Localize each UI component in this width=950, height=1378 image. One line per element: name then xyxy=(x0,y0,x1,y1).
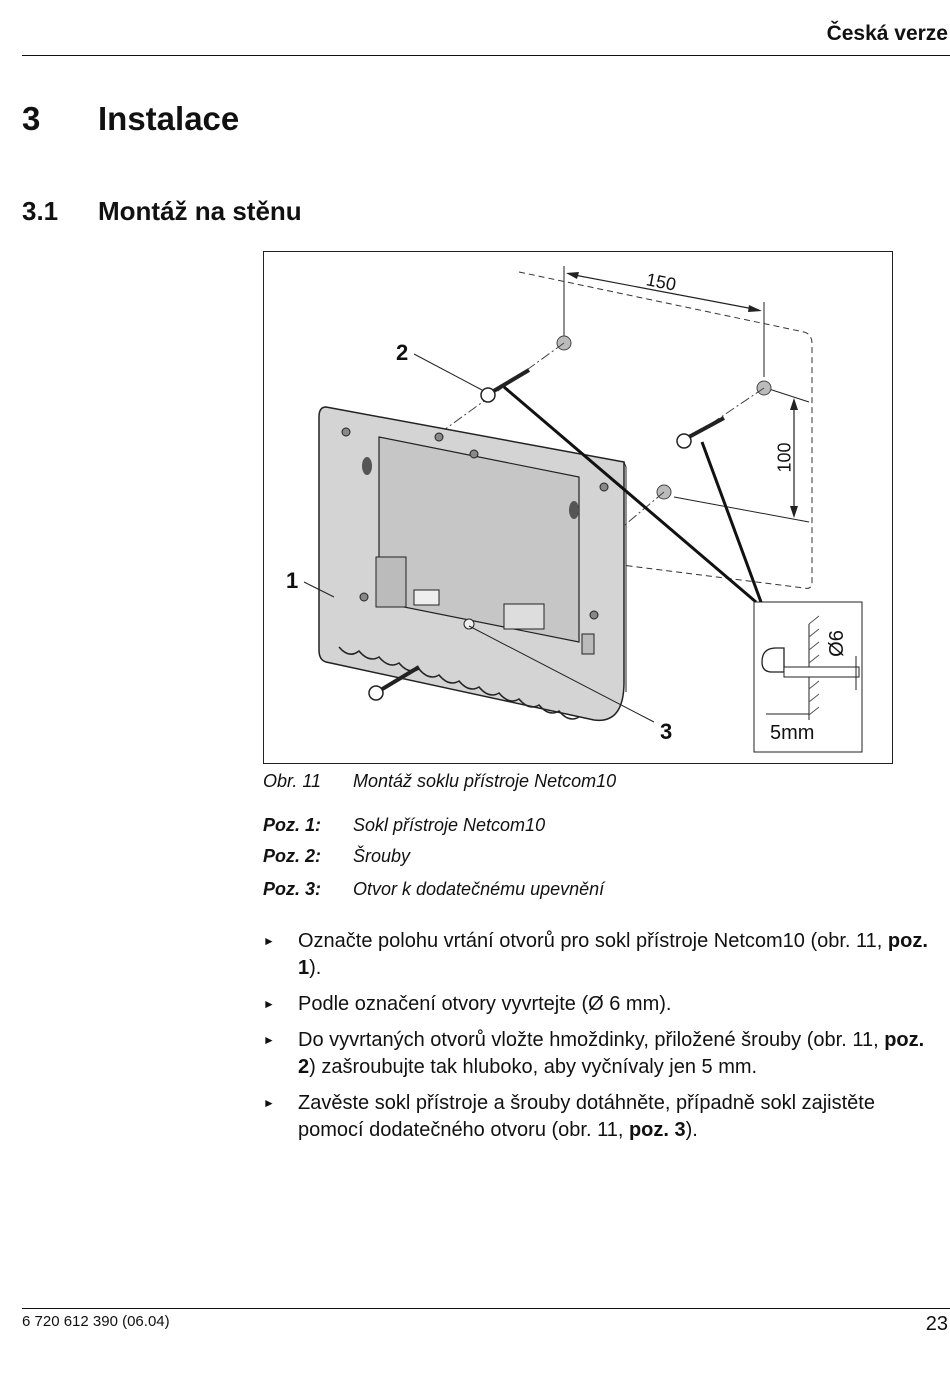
legend-label: Poz. 3: xyxy=(263,879,322,899)
legend-text: Šrouby xyxy=(353,846,411,866)
screw-right xyxy=(676,416,725,449)
instruction-item: ► Označte polohu vrtání otvorů pro sokl p… xyxy=(263,928,943,982)
instruction-item: ► Zavěste sokl přístroje a šrouby dotáhně… xyxy=(263,1090,943,1144)
caption-label: Obr. 11 xyxy=(263,771,322,791)
instruction-ref: poz. 3 xyxy=(628,1119,686,1141)
instruction-item: ► Do vyvrtaných otvorů vložte hmoždinky, … xyxy=(263,1027,943,1081)
section-title: Instalace xyxy=(98,100,240,137)
legend-item: Poz. 1: Sokl přístroje Netcom10 xyxy=(263,815,545,836)
footer-page-number: 23 xyxy=(925,1313,948,1335)
dimension-height: 100 xyxy=(774,442,795,473)
bullet-arrow-icon: ► xyxy=(263,997,275,1011)
instruction-tail: ). xyxy=(309,957,322,979)
section-number: 3 xyxy=(22,100,41,137)
legend-label: Poz. 1: xyxy=(263,815,322,835)
figure-wall-mounting: 1 2 3 150 100 Ø6 5mm xyxy=(263,251,893,764)
subsection-title: Montáž na stěnu xyxy=(98,196,302,226)
dimension-depth: 5mm xyxy=(770,722,815,744)
callout-1: 1 xyxy=(286,568,299,593)
bullet-arrow-icon: ► xyxy=(263,1096,275,1110)
instruction-item: ► Podle označení otvory vyvrtejte (Ø 6 mm… xyxy=(263,991,943,1018)
subsection-heading: 3.1 Montáž na stěnu xyxy=(22,196,302,227)
subsection-number: 3.1 xyxy=(22,196,59,226)
footer-rule xyxy=(22,1308,950,1309)
instruction-tail: ) zašroubujte tak hluboko, aby vyčnívaly… xyxy=(309,1056,758,1078)
legend-label: Poz. 2: xyxy=(263,846,322,866)
legend-text: Sokl přístroje Netcom10 xyxy=(353,815,546,835)
screw-top xyxy=(480,368,531,403)
instruction-text: Do vyvrtaných otvorů vložte hmoždinky, p… xyxy=(298,1029,885,1051)
instruction-text: Podle označení otvory vyvrtejte (Ø 6 mm)… xyxy=(298,993,672,1015)
section-heading: 3 Instalace xyxy=(22,100,239,138)
legend-item: Poz. 2: Šrouby xyxy=(263,846,410,867)
header-language: Česká verze xyxy=(826,22,948,45)
instruction-list: ► Označte polohu vrtání otvorů pro sokl p… xyxy=(263,928,943,1153)
legend-text: Otvor k dodatečnému upevnění xyxy=(353,879,605,899)
bullet-arrow-icon: ► xyxy=(263,1033,275,1047)
screw-bottom xyxy=(368,665,421,701)
instruction-ref: poz. 1 xyxy=(298,930,928,979)
instruction-text: Označte polohu vrtání otvorů pro sokl př… xyxy=(298,930,888,952)
instruction-tail: ). xyxy=(685,1119,698,1141)
dimension-diameter: Ø6 xyxy=(825,630,848,657)
footer-doc-number: 6 720 612 390 (06.04) xyxy=(22,1313,170,1330)
bullet-arrow-icon: ► xyxy=(263,934,275,948)
mounting-illustration xyxy=(303,266,863,753)
instruction-text: Zavěste sokl přístroje a šrouby dotáhnět… xyxy=(298,1092,875,1141)
caption-text: Montáž soklu přístroje Netcom10 xyxy=(353,771,617,791)
header-rule xyxy=(22,55,950,56)
figure-caption: Obr. 11 Montáž soklu přístroje Netcom10 xyxy=(263,771,616,792)
legend-item: Poz. 3: Otvor k dodatečnému upevnění xyxy=(263,879,604,900)
instruction-ref: poz. 2 xyxy=(298,1029,925,1078)
callout-3: 3 xyxy=(660,719,673,744)
callout-2: 2 xyxy=(396,340,409,365)
